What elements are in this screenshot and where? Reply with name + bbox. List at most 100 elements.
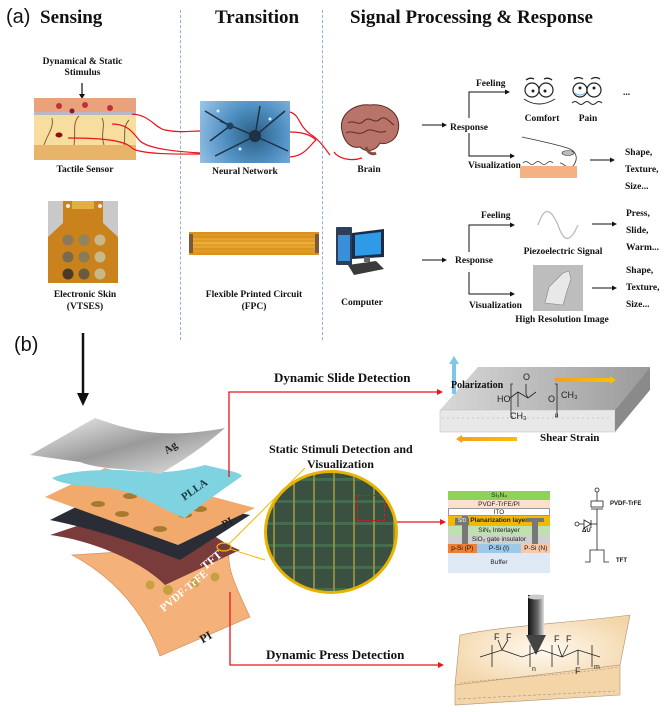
stack-p-si-p: p-Si (P) [448, 544, 477, 553]
fpc-image [189, 232, 319, 255]
plla-ch3-right-text: CH₃ [561, 390, 578, 400]
stack-p-si-n: P-Si (N) [521, 544, 550, 553]
tft-micrograph [264, 470, 398, 594]
stimulus-arrow-head [79, 94, 85, 99]
visual-output-texture: Texture, [625, 165, 659, 175]
high-resolution-image [533, 265, 583, 311]
static-detection-label-1: Static Stimuli Detection and [269, 442, 413, 456]
stack-row-sinx: SiNₓ Interlayer [448, 526, 550, 535]
polarization-label: Polarization [451, 380, 504, 391]
divider-2 [322, 10, 323, 340]
layer-pi-top [45, 468, 255, 545]
fpc-label-1: Flexible Printed Circuit [205, 290, 303, 300]
pvdf-m: m [594, 664, 600, 671]
comfort-face-icon [523, 77, 556, 105]
feeling-output-warm: Warm... [626, 243, 659, 253]
visualization-label-row2: Visualization [469, 301, 522, 311]
visual-outputs-row2: Shape, Texture, Size... [626, 263, 660, 314]
stack-p-si-i: P-Si (I) [476, 544, 522, 553]
tft-pixel-highlight [357, 495, 385, 521]
neural-network-label: Neural Network [212, 167, 278, 177]
electronic-skin-label-1: Electronic Skin [53, 290, 117, 300]
comfort-label: Comfort [524, 114, 560, 124]
plla-shear-block: HO O O CH₃ CH₃ n [439, 356, 650, 443]
pvdf-f-1: F [494, 632, 500, 642]
feeling-outputs-row2: Press, Slide, Warm... [626, 206, 659, 257]
fpc-label-2: (FPC) [241, 302, 267, 312]
dynamic-slide-detection-label: Dynamic Slide Detection [274, 370, 411, 385]
panel-b-label: (b) [14, 334, 39, 356]
static-detection-label-2: Visualization [307, 457, 374, 471]
pvdf-f-4: F [566, 634, 572, 644]
pain-label: Pain [578, 114, 598, 124]
piezoelectric-signal-wave [537, 210, 579, 240]
electronic-skin-image [48, 201, 118, 283]
more-feelings-ellipsis: ... [623, 88, 631, 98]
computer-image [334, 221, 386, 279]
circuit-label-tft: TFT [616, 558, 627, 564]
column-heading-processing: Signal Processing & Response [350, 7, 593, 28]
visual-output-size-2: Size... [626, 300, 650, 310]
stack-row-sio2: SiO₂ gate insulator [448, 535, 550, 544]
high-resolution-image-label: High Resolution Image [515, 315, 609, 325]
visual-output-texture-2: Texture, [626, 283, 660, 293]
pvdf-n: n [532, 666, 536, 673]
divider-1 [180, 10, 181, 340]
plla-ester-o-text: O [548, 394, 555, 404]
circuit-label-pvdf: PVDF-TrFE [610, 501, 642, 507]
stack-row-ito: ITO [448, 508, 550, 516]
pvdf-f-2: F [506, 632, 512, 642]
electronic-skin-label-2: (VTSES) [66, 302, 104, 312]
shear-strain-label: Shear Strain [540, 432, 600, 444]
tactile-sensor-label: Tactile Sensor [56, 165, 114, 175]
computer-label: Computer [341, 298, 383, 308]
piezoelectric-signal-label: Piezoelectric Signal [523, 247, 603, 257]
layer-ag [30, 418, 225, 474]
stack-row-si3n4: Si₃N₄ [448, 491, 550, 500]
pvdf-f-3: F [554, 634, 560, 644]
neural-network-image [200, 101, 290, 163]
visual-output-shape-2: Shape, [626, 266, 654, 276]
sd-contact-right [532, 518, 538, 544]
feeling-label-row2: Feeling [481, 211, 511, 221]
feeling-label-row1: Feeling [476, 79, 506, 89]
pain-face-icon [571, 76, 603, 105]
layer-pi-bottom [70, 544, 251, 657]
sd-contact-left [462, 516, 468, 544]
visual-output-shape: Shape, [625, 148, 653, 158]
tft-layer-stack: Si₃N₄ PVDF-TrFE/PI ITO Planarization lay… [448, 491, 550, 573]
feeling-output-slide: Slide, [626, 226, 649, 236]
stimulus-label-1: Dynamical & Static [42, 57, 123, 67]
visualization-label-row1: Visualization [468, 161, 521, 171]
layer-plla [52, 465, 242, 518]
stack-row-buffer: Buffer [448, 553, 550, 573]
brain-image [336, 101, 402, 159]
pvdf-f-5: F [575, 666, 581, 676]
tft-zoom-marker [216, 542, 232, 552]
column-heading-transition: Transition [215, 7, 300, 28]
plla-o-text: O [523, 372, 530, 382]
finger-touch-illustration [520, 136, 577, 178]
panel-a-label: (a) [6, 6, 31, 28]
response-label-row2: Response [455, 256, 494, 266]
visual-output-size: Size... [625, 182, 649, 192]
circuit-label-delta-u: ΔU [582, 528, 591, 534]
pvdf-press-block: F F F F F n m [454, 594, 631, 706]
equivalent-circuit-diagram [574, 487, 609, 563]
response-label-row1: Response [450, 123, 489, 133]
plla-ch3-bottom-text: CH₃ [510, 411, 527, 421]
feeling-output-press: Press, [626, 209, 650, 219]
stack-row-planarization: Planarization layer [448, 516, 550, 526]
sd-label: S/D [455, 518, 469, 525]
column-heading-sensing: Sensing [40, 7, 103, 28]
dynamic-press-detection-label: Dynamic Press Detection [266, 647, 405, 662]
plla-ho-text: HO [497, 394, 511, 404]
skin-cross-section-illustration [34, 98, 136, 160]
